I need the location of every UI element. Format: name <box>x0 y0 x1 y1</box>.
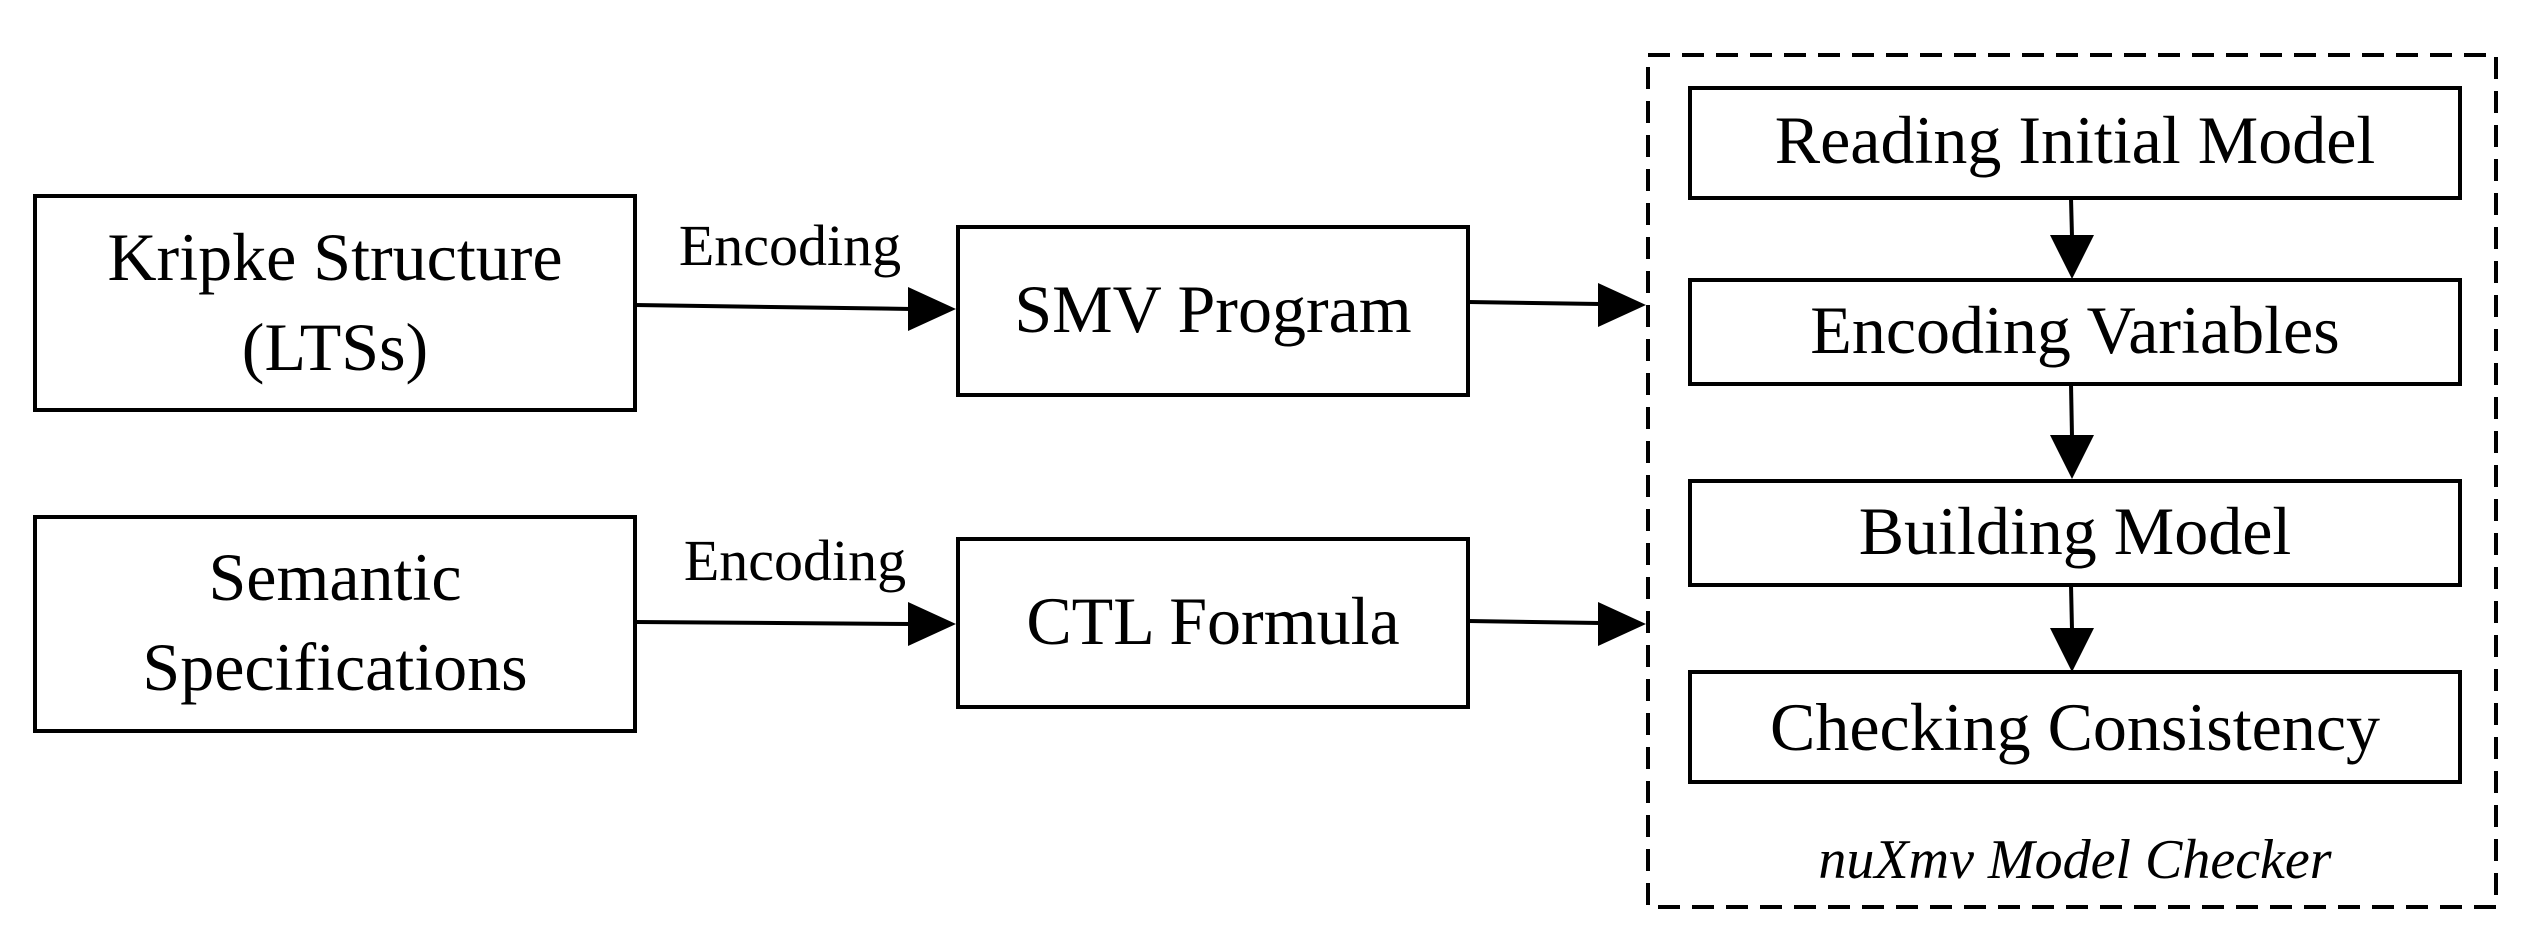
semantic-specifications-label-line1: Semantic <box>208 539 461 615</box>
checker-arrow-1 <box>2050 197 2094 279</box>
nuxmv-model-checker-frame <box>1646 53 2498 909</box>
arrowhead-kripke-to-smv <box>908 287 956 331</box>
checker-arrowhead-3 <box>2050 628 2094 672</box>
kripke-structure-node: Kripke Structure (LTSs) <box>33 194 637 412</box>
ctl-formula-label: CTL Formula <box>1026 583 1399 659</box>
edge-smv-to-checker <box>1467 283 1646 327</box>
checker-step-reading-initial-model: Reading Initial Model <box>1688 86 2462 200</box>
checker-step-label: Building Model <box>1859 493 2292 569</box>
checker-arrow-2 <box>2050 383 2094 479</box>
semantic-specifications-label-line2: Specifications <box>142 629 527 705</box>
checker-step-building-model: Building Model <box>1688 479 2462 587</box>
smv-program-label: SMV Program <box>1014 271 1411 347</box>
checker-arrowhead-2 <box>2050 435 2094 479</box>
ctl-formula-node: CTL Formula <box>956 537 1470 709</box>
semantic-specifications-node: Semantic Specifications <box>33 515 637 733</box>
edge-label-semantic-to-ctl: Encoding <box>684 528 906 593</box>
nuxmv-model-checker-caption: nuXmv Model Checker <box>1818 829 2331 891</box>
checker-step-label: Encoding Variables <box>1810 292 2339 368</box>
nuxmv-model-checker-group: Reading Initial Model Encoding Variables… <box>1646 53 2498 909</box>
kripke-structure-label-line2: (LTSs) <box>242 309 428 385</box>
arrowhead-smv-to-checker <box>1598 283 1646 327</box>
checker-step-encoding-variables: Encoding Variables <box>1688 278 2462 386</box>
edge-ctl-to-checker <box>1467 602 1646 646</box>
checker-step-label: Reading Initial Model <box>1775 102 2376 178</box>
edge-label-kripke-to-smv: Encoding <box>679 213 901 278</box>
checker-step-checking-consistency: Checking Consistency <box>1688 670 2462 784</box>
arrowhead-ctl-to-checker <box>1598 602 1646 646</box>
edge-kripke-to-smv: Encoding <box>634 213 956 331</box>
smv-program-node: SMV Program <box>956 225 1470 397</box>
checker-arrowhead-1 <box>2050 235 2094 279</box>
kripke-structure-label-line1: Kripke Structure <box>107 219 562 295</box>
checker-arrow-3 <box>2050 584 2094 672</box>
edge-semantic-to-ctl: Encoding <box>634 528 956 646</box>
arrowhead-semantic-to-ctl <box>908 602 956 646</box>
checker-step-label: Checking Consistency <box>1770 689 2380 765</box>
